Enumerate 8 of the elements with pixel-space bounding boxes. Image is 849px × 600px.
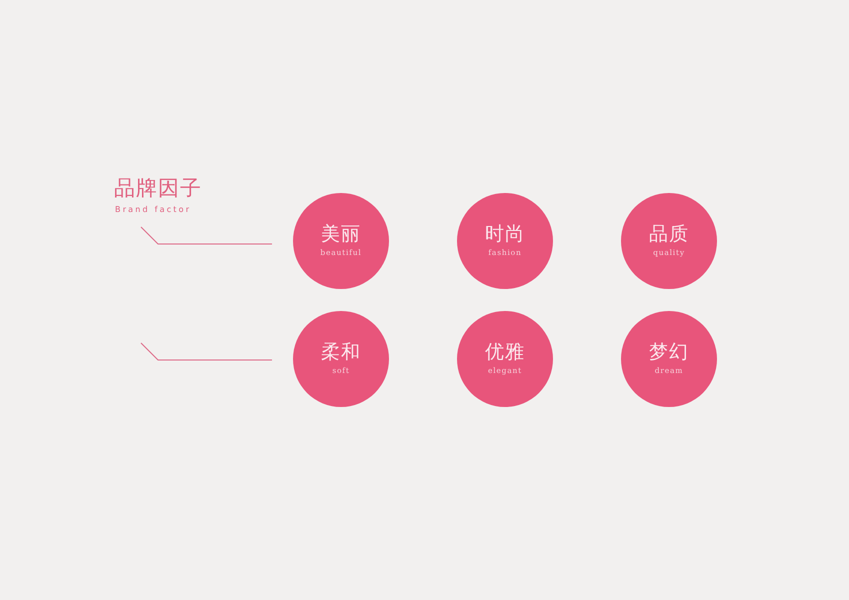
factor-name: 梦幻 [649,340,689,364]
factor-name: 美丽 [321,222,361,246]
factor-name: 时尚 [485,222,525,246]
factor-name: 柔和 [321,340,361,364]
factor-name: 品质 [649,222,689,246]
subtitle: Brand factor [115,205,192,214]
factor-name: 优雅 [485,340,525,364]
title: 品牌因子 [114,175,202,202]
